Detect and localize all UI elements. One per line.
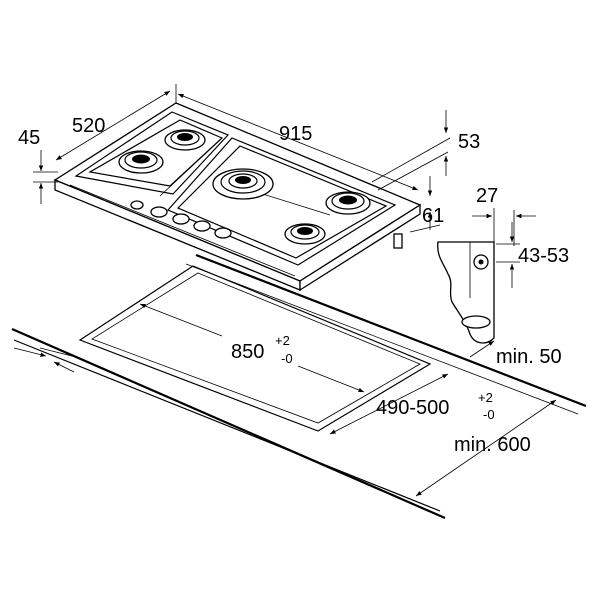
- dim-915: 915: [279, 123, 312, 145]
- dimension-lines: [13, 84, 557, 497]
- dim-850-tolerance-upper: +2: [275, 333, 290, 348]
- dim-43-53: 43-53: [518, 245, 569, 267]
- dim-61: 61: [422, 205, 444, 227]
- control-knobs: [130, 200, 232, 239]
- dimension-labels: 45 520 915 53 61 27 43-53 850 +2 -0 490-…: [18, 115, 569, 456]
- dim-850-tolerance-lower: -0: [281, 351, 293, 366]
- cutout-opening: [78, 265, 432, 432]
- dim-45: 45: [18, 127, 40, 149]
- burner-top-left: [164, 129, 206, 151]
- burner-left: [118, 150, 164, 174]
- dim-27: 27: [476, 185, 498, 207]
- dim-min-50: min. 50: [496, 346, 562, 368]
- worktop: [11, 253, 587, 520]
- burner-wok: [212, 168, 274, 200]
- dim-520: 520: [72, 115, 105, 137]
- dim-850: 850: [231, 341, 264, 363]
- burner-front: [284, 223, 326, 245]
- dim-53: 53: [458, 131, 480, 153]
- dim-min-600: min. 600: [454, 434, 531, 456]
- dim-490-500-tolerance-lower: -0: [483, 407, 495, 422]
- dim-490-500-tolerance-upper: +2: [478, 390, 493, 405]
- side-profile-detail: [437, 241, 495, 344]
- burner-right: [325, 191, 371, 215]
- dim-490-500: 490-500: [376, 397, 449, 419]
